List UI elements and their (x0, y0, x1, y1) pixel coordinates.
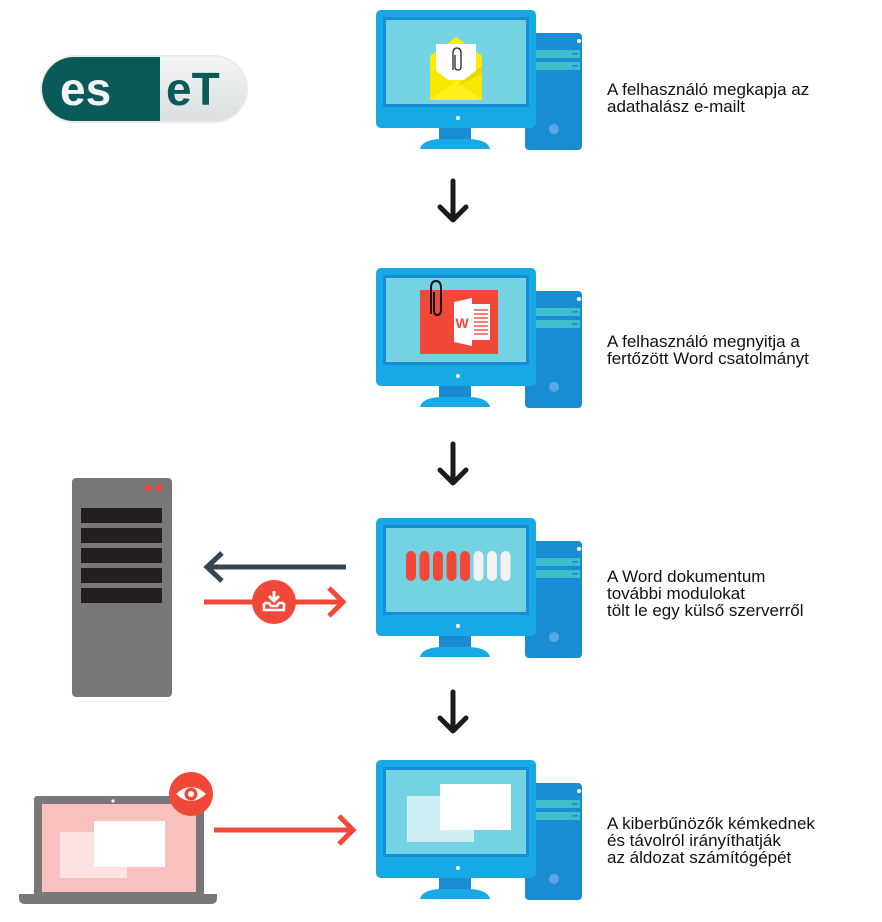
down-arrow-icon (436, 177, 470, 225)
download-icon (252, 580, 296, 624)
download-progress-icon (406, 551, 511, 581)
step-4-computer (374, 758, 584, 900)
attacker-laptop (18, 770, 218, 906)
paperclip-icon (430, 279, 442, 317)
request-arrow (200, 545, 350, 585)
step-4-caption: A kiberbűnözők kémkednek és távolról irá… (607, 814, 815, 867)
progress-segment-filled (406, 551, 416, 581)
logo-text-es: es (60, 63, 111, 115)
down-arrow-icon (436, 688, 470, 736)
step-3-computer (374, 516, 584, 658)
email-attachment-icon (430, 37, 482, 100)
remote-server (71, 477, 173, 698)
progress-segment-empty (500, 551, 511, 581)
down-arrow-icon (436, 440, 470, 488)
download-arrow (200, 578, 350, 624)
progress-segment-filled (419, 551, 430, 581)
remote-control-arrow (210, 810, 360, 850)
progress-segment-filled (446, 551, 457, 581)
step-2-caption: A felhasználó megnyitja a fertőzött Word… (607, 332, 809, 368)
progress-segment-empty (473, 551, 484, 581)
progress-segment-empty (487, 551, 497, 581)
eye-icon (169, 772, 213, 816)
eset-logo: es eT (40, 55, 248, 123)
step-1-computer (374, 8, 584, 150)
step-1-caption: A felhasználó megkapja az adathalász e-m… (607, 80, 810, 116)
step-2-computer: W (374, 266, 584, 408)
word-document-icon: W (420, 279, 498, 354)
remote-windows-icon (407, 784, 511, 842)
logo-text-et: eT (166, 63, 220, 115)
word-letter: W (456, 315, 470, 331)
progress-segment-filled (460, 551, 470, 581)
progress-segment-filled (433, 551, 443, 581)
step-3-caption: A Word dokumentum további modulokat tölt… (607, 567, 804, 620)
